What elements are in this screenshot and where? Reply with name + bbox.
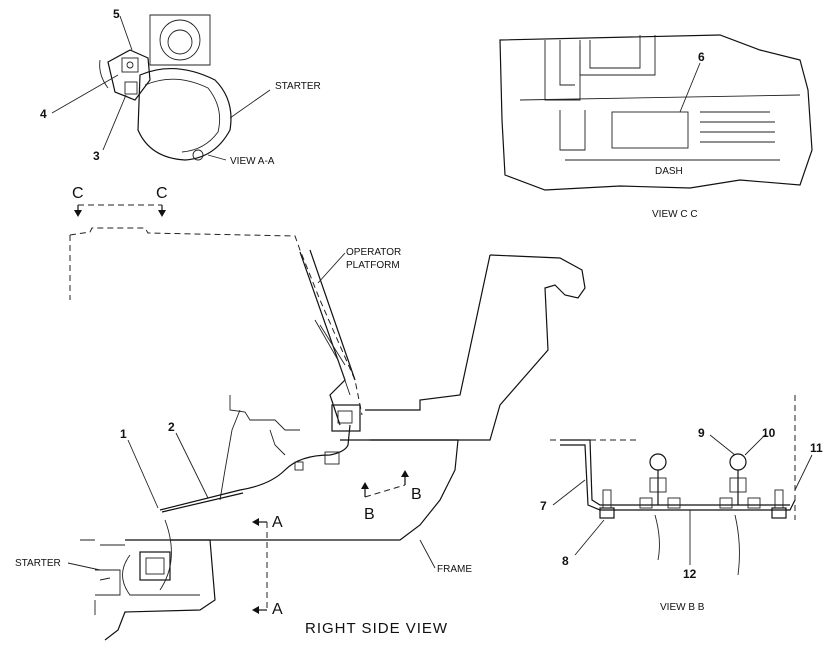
right-side-view-label: RIGHT SIDE VIEW <box>305 620 448 637</box>
view-bb-detail <box>550 395 813 576</box>
section-c-marker <box>74 204 166 217</box>
callout-9: 9 <box>698 426 705 440</box>
right-side-view <box>67 227 586 641</box>
section-b-right: B <box>411 486 422 503</box>
section-b-left: B <box>364 506 375 523</box>
starter-label-top: STARTER <box>275 81 321 92</box>
view-cc-label: VIEW C C <box>652 209 698 220</box>
callout-1: 1 <box>120 427 127 441</box>
view-bb-label: VIEW B B <box>660 602 705 613</box>
callout-3: 3 <box>93 149 100 163</box>
operator-platform-label-1: OPERATOR <box>346 247 401 258</box>
frame-label: FRAME <box>437 564 472 575</box>
section-b-marker <box>361 470 409 498</box>
operator-platform-label-2: PLATFORM <box>346 260 400 271</box>
section-a-bottom: A <box>272 601 283 618</box>
view-aa-label: VIEW A-A <box>230 156 275 167</box>
section-c-right: C <box>156 185 168 202</box>
dash-label: DASH <box>655 166 683 177</box>
callout-8: 8 <box>562 554 569 568</box>
view-cc-detail <box>499 34 813 191</box>
callout-4: 4 <box>40 107 47 121</box>
callout-5: 5 <box>113 7 120 21</box>
section-c-left: C <box>72 185 84 202</box>
view-aa-detail <box>51 14 271 161</box>
callout-2: 2 <box>168 420 175 434</box>
callout-10: 10 <box>762 426 776 440</box>
callout-11: 11 <box>810 441 823 455</box>
starter-label-left: STARTER <box>15 558 61 569</box>
callout-7: 7 <box>540 499 547 513</box>
section-a-top: A <box>272 514 283 531</box>
callout-6: 6 <box>698 50 705 64</box>
callout-12: 12 <box>683 567 697 581</box>
section-a-marker <box>252 518 268 614</box>
